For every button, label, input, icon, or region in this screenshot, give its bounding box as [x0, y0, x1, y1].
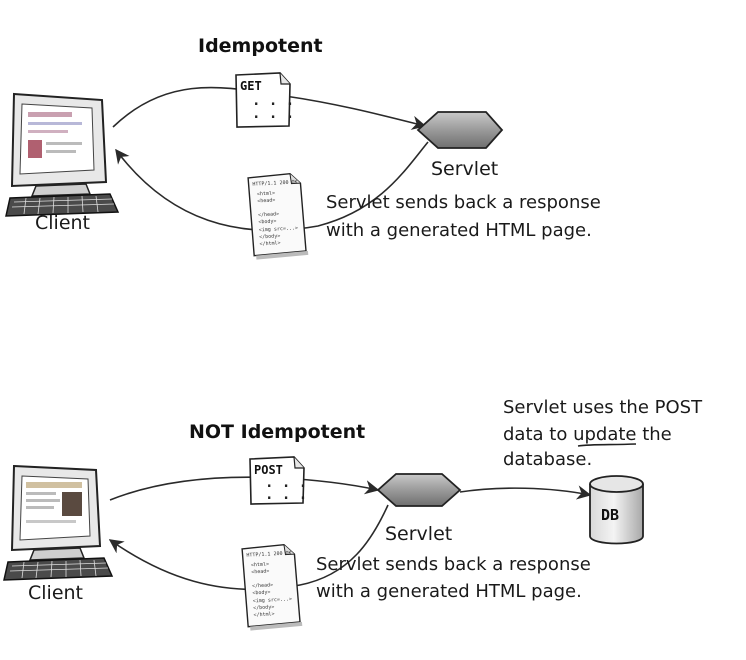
response-note-line1: Servlet sends back a response: [326, 192, 601, 213]
request-dots: . . .: [265, 487, 307, 503]
client-computer-icon: [5, 92, 120, 217]
doc-header: HTTP/1.1 200 OK: [252, 179, 297, 187]
db-note-line2: data to update the: [503, 424, 672, 445]
doc-line: <head>: [257, 197, 275, 204]
doc-line: <img src=...>: [253, 596, 292, 604]
underline-mark: [577, 443, 637, 447]
doc-line: </head>: [252, 582, 273, 589]
doc-line: <img src=...>: [259, 225, 298, 233]
servlet-hexagon-icon: [416, 111, 504, 149]
request-dots: . . .: [265, 475, 307, 491]
request-label: GET: [240, 79, 262, 93]
request-dots: . . .: [252, 93, 294, 109]
db-note-line3: database.: [503, 449, 592, 470]
database-cylinder-icon: DB: [589, 475, 644, 545]
database-update-arrow: [459, 485, 592, 500]
request-label: POST: [254, 463, 283, 477]
response-note-line2: with a generated HTML page.: [326, 220, 592, 241]
not-idempotent-section: NOT Idempotent Client: [3, 397, 703, 631]
section-title: Idempotent: [198, 35, 323, 57]
idempotent-section: Idempotent Client: [5, 35, 601, 260]
request-arrow: [109, 476, 380, 501]
response-note-line1: Servlet sends back a response: [316, 554, 591, 575]
client-computer-icon: [3, 464, 114, 581]
db-note-text: the: [636, 424, 671, 445]
html-response-document-icon: HTTP/1.1 200 OK <html> <head> </head> <b…: [241, 543, 303, 631]
servlet-label: Servlet: [385, 523, 452, 545]
html-response-document-icon: HTTP/1.1 200 OK <html> <head> </head> <b…: [247, 172, 309, 260]
db-note-text: data to: [503, 424, 573, 445]
doc-line: <head>: [251, 568, 269, 575]
servlet-hexagon-icon: [376, 473, 462, 507]
request-dots: . . .: [252, 106, 294, 122]
doc-line: </body>: [253, 604, 274, 611]
client-label: Client: [28, 582, 83, 604]
doc-line: </body>: [259, 233, 280, 240]
doc-header: HTTP/1.1 200 OK: [246, 550, 291, 558]
client-label: Client: [35, 212, 90, 234]
doc-line: </head>: [258, 211, 279, 218]
section-title: NOT Idempotent: [189, 421, 365, 443]
doc-line: </html>: [259, 240, 280, 247]
doc-line: <html>: [251, 562, 269, 569]
get-request-document-icon: GET . . . . . .: [235, 72, 294, 128]
post-request-document-icon: POST . . . . . .: [249, 456, 307, 505]
servlet-label: Servlet: [431, 158, 498, 180]
db-note-underlined-word: update: [573, 424, 636, 445]
response-arrow: [115, 141, 429, 232]
doc-line: <html>: [257, 191, 275, 198]
doc-line: </html>: [253, 611, 274, 618]
db-label: DB: [601, 506, 619, 524]
doc-line: <body>: [252, 589, 270, 596]
doc-line: <body>: [258, 218, 276, 225]
response-note-line2: with a generated HTML page.: [316, 581, 582, 602]
db-note-line1: Servlet uses the POST: [503, 397, 703, 418]
